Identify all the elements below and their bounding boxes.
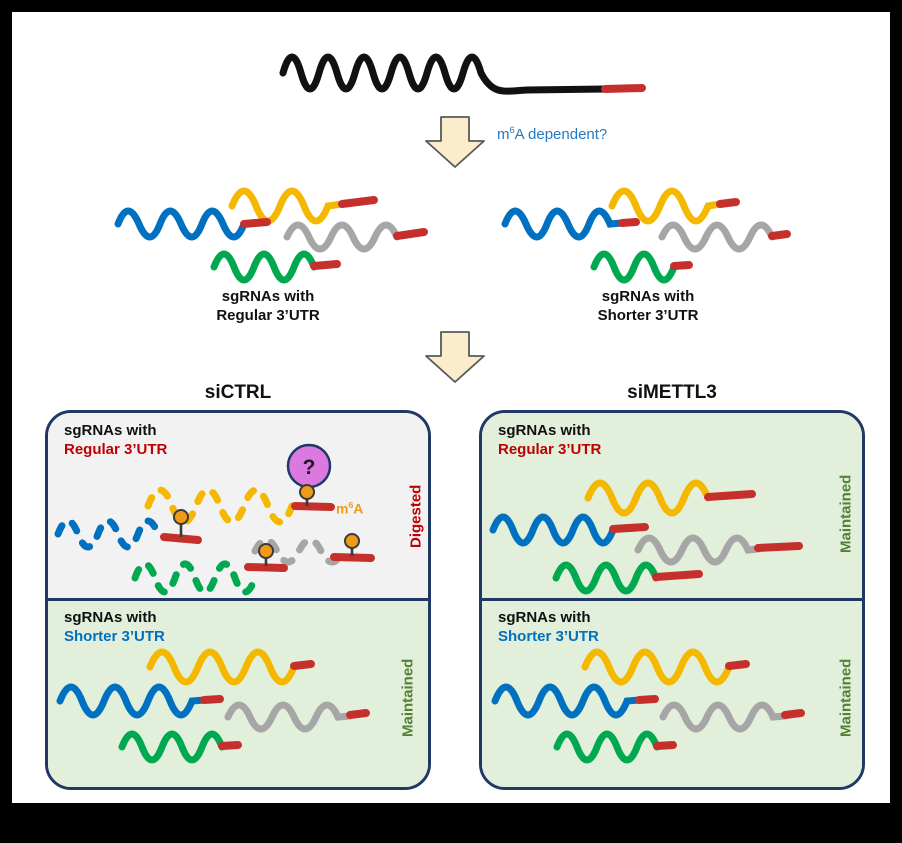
simettl3-regular-line2: Regular 3’UTR (498, 441, 602, 458)
simettl3-shorter-header: sgRNAs with Shorter 3’UTR (498, 608, 599, 646)
simettl3-title: siMETTL3 (627, 382, 717, 403)
sictrl-shorter-line2: Shorter 3’UTR (64, 628, 165, 645)
sictrl-regular-line1: sgRNAs with (64, 422, 157, 439)
simettl3-regular-status: Maintained (837, 474, 855, 554)
m6a-dependent-rest: A dependent? (514, 126, 608, 143)
m6a-dependent-sup: 6 (509, 125, 515, 135)
simettl3-regular-line1: sgRNAs with (498, 422, 591, 439)
m6a-suffix: A (353, 500, 364, 517)
m6a-mark-label: m6A (336, 500, 363, 517)
regular-group-line1: sgRNAs with (221, 288, 315, 305)
panel-sictrl (45, 410, 431, 790)
regular-group-line2: Regular 3’UTR (216, 307, 320, 324)
shorter-group-label: sgRNAs with Shorter 3’UTR (538, 287, 758, 325)
sictrl-regular-line2: Regular 3’UTR (64, 441, 168, 458)
regular-group-label: sgRNAs with Regular 3’UTR (158, 287, 378, 325)
m6a-prefix: m (336, 500, 349, 517)
sictrl-regular-header: sgRNAs with Regular 3’UTR (64, 421, 167, 459)
simettl3-shorter-line1: sgRNAs with (498, 609, 591, 626)
sictrl-regular-status: Digested (407, 484, 425, 548)
simettl3-shorter-status: Maintained (837, 658, 855, 738)
shorter-group-line2: Shorter 3’UTR (597, 307, 699, 324)
shorter-group-line1: sgRNAs with (601, 288, 695, 305)
m6a-dependent-label: m6A dependent? (497, 125, 607, 143)
simettl3-shorter-line2: Shorter 3’UTR (498, 628, 599, 645)
sictrl-shorter-header: sgRNAs with Shorter 3’UTR (64, 608, 165, 646)
simettl3-regular-header: sgRNAs with Regular 3’UTR (498, 421, 601, 459)
m6a-dependent-prefix: m (497, 126, 510, 143)
m6a-sup: 6 (348, 500, 354, 510)
panel-simettl3 (479, 410, 865, 790)
sictrl-shorter-status: Maintained (399, 658, 417, 738)
sictrl-shorter-line1: sgRNAs with (64, 609, 157, 626)
sictrl-title: siCTRL (204, 382, 272, 403)
